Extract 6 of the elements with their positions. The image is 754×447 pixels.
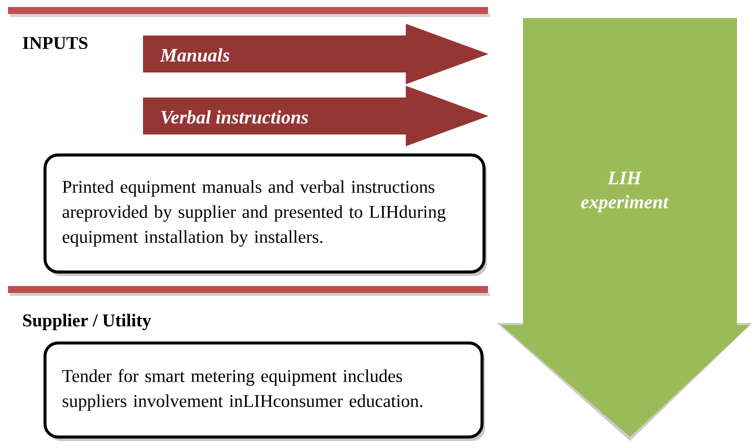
section-heading: Supplier / Utility — [23, 314, 152, 330]
text-box: Tender for smart metering equipment includes suppliers involvement inLIHconsumer education. — [44, 342, 485, 441]
edge-label: Manuals — [160, 48, 230, 62]
section-heading: INPUTS — [22, 36, 88, 50]
edge-label: Verbal instructions — [161, 110, 308, 124]
text-box: Printed equipment manuals and verbal instructions areprovided by supplier and presented to LIHduring equipment installation by installers. — [44, 154, 487, 276]
